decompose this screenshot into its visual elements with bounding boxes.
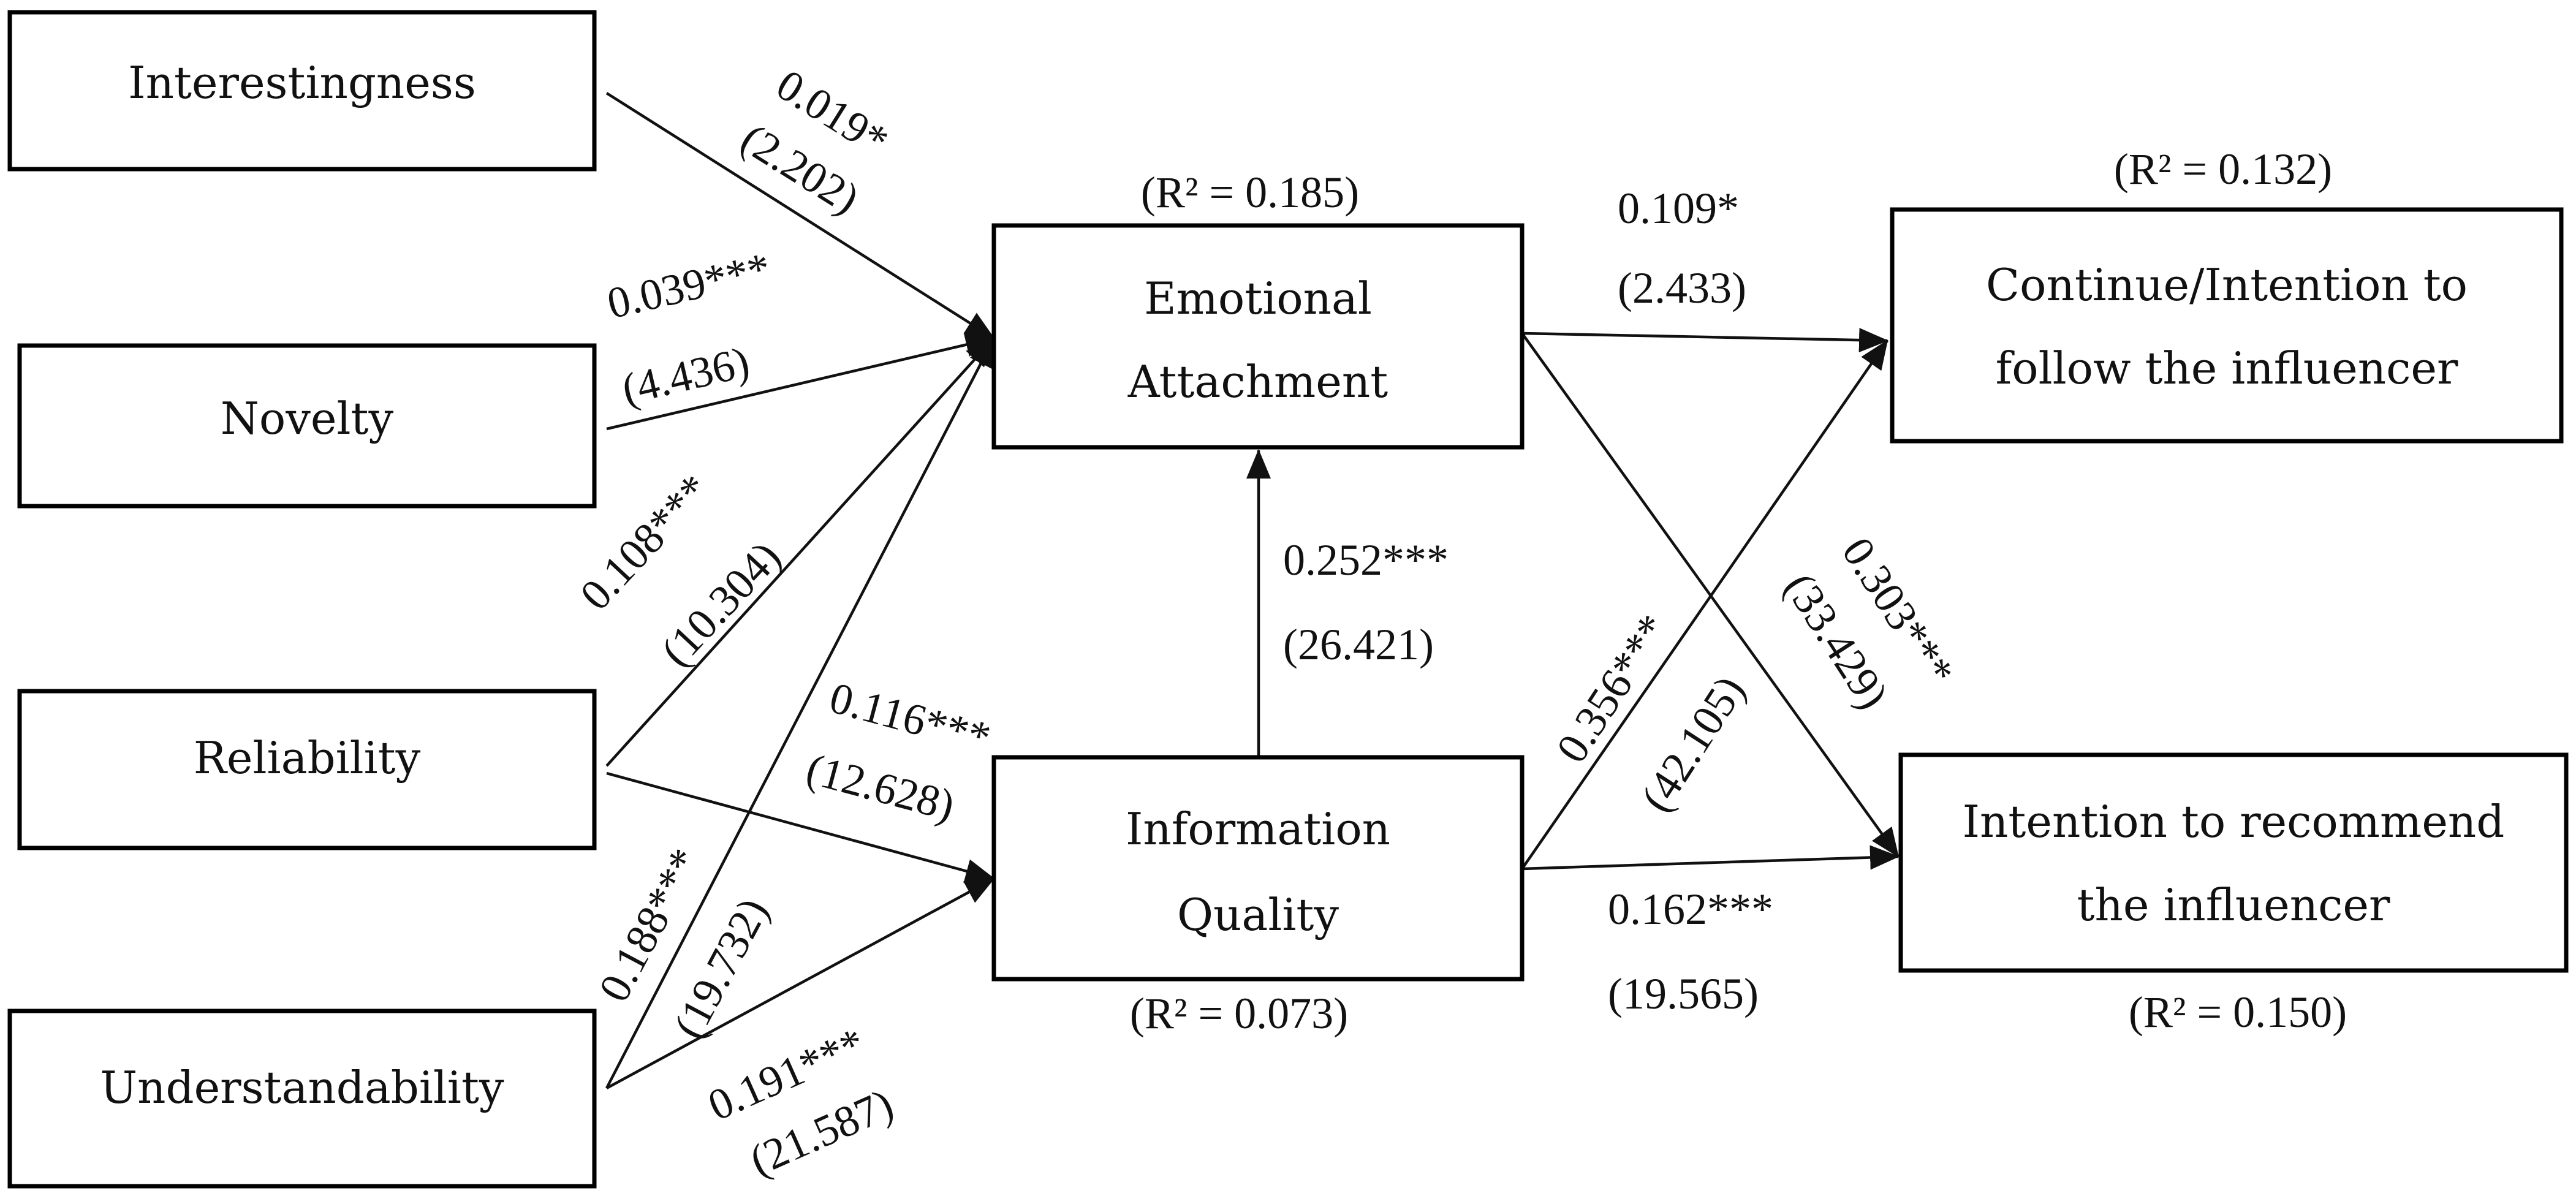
r-squared-recommend-intention: (R² = 0.150) [2129,988,2347,1037]
construct-information-quality: Information Quality [991,755,1525,982]
path-t-value: (42.105) [1631,667,1754,820]
construct-emotional-attachment: Emotional Attachment [991,223,1525,450]
path-t-value: (4.436) [618,337,754,414]
path-coefficient: 0.162*** [1608,885,1773,934]
construct-label-line-2: Quality [1177,889,1339,941]
path-emotional-attachment-to-continue-intention [1521,328,1888,353]
construct-understandability: Understandability [7,1009,597,1189]
path-t-value: (19.565) [1608,969,1759,1018]
path-novelty-to-emotional-attachment [606,333,995,431]
construct-label-line-2: Attachment [1127,356,1388,407]
construct-label: Reliability [194,732,421,784]
path-t-value: (2.433) [1618,263,1746,312]
path-information-quality-to-continue-intention [1521,339,1888,870]
construct-reliability: Reliability [17,689,597,850]
construct-label: Interestingness [128,57,476,108]
path-coefficient: 0.116*** [825,673,996,762]
path-t-value: (12.628) [801,744,960,830]
r-squared-emotional-attachment: (R² = 0.185) [1141,168,1359,217]
path-t-value: (10.304) [651,532,790,675]
path-coefficient: 0.356*** [1547,606,1678,771]
path-t-value: (26.421) [1283,620,1434,669]
construct-label-line-2: follow the influencer [1996,343,2458,394]
path-coefficient: 0.109* [1618,184,1739,233]
path-understandability-to-information-quality [605,877,995,1089]
path-reliability-to-information-quality [606,771,995,884]
construct-label-line-1: Emotional [1144,273,1372,324]
path-reliability-to-emotional-attachment [605,337,995,767]
construct-label-line-2: the influencer [2077,879,2391,931]
construct-recommend-intention: Intention to recommend the influencer [1898,752,2569,973]
path-interestingness-to-emotional-attachment [605,92,995,339]
path-coefficient: 0.252*** [1283,536,1449,585]
r-squared-continue-intention: (R² = 0.132) [2114,145,2332,194]
construct-label: Novelty [221,393,394,444]
construct-label-line-1: Information [1126,803,1390,855]
path-information-quality-to-recommend-intention [1521,845,1900,871]
path-lines [605,92,1900,1089]
construct-label-line-1: Continue/Intention to [1986,259,2468,311]
construct-label: Understandability [100,1062,504,1113]
construct-label-line-1: Intention to recommend [1963,796,2505,847]
path-coefficient: 0.039*** [603,243,775,328]
construct-continue-intention: Continue/Intention to follow the influen… [1890,207,2564,444]
r-squared-information-quality: (R² = 0.073) [1130,989,1348,1038]
construct-novelty: Novelty [17,343,597,509]
path-understandability-to-emotional-attachment [605,337,995,1089]
construct-interestingness: Interestingness [7,10,597,172]
